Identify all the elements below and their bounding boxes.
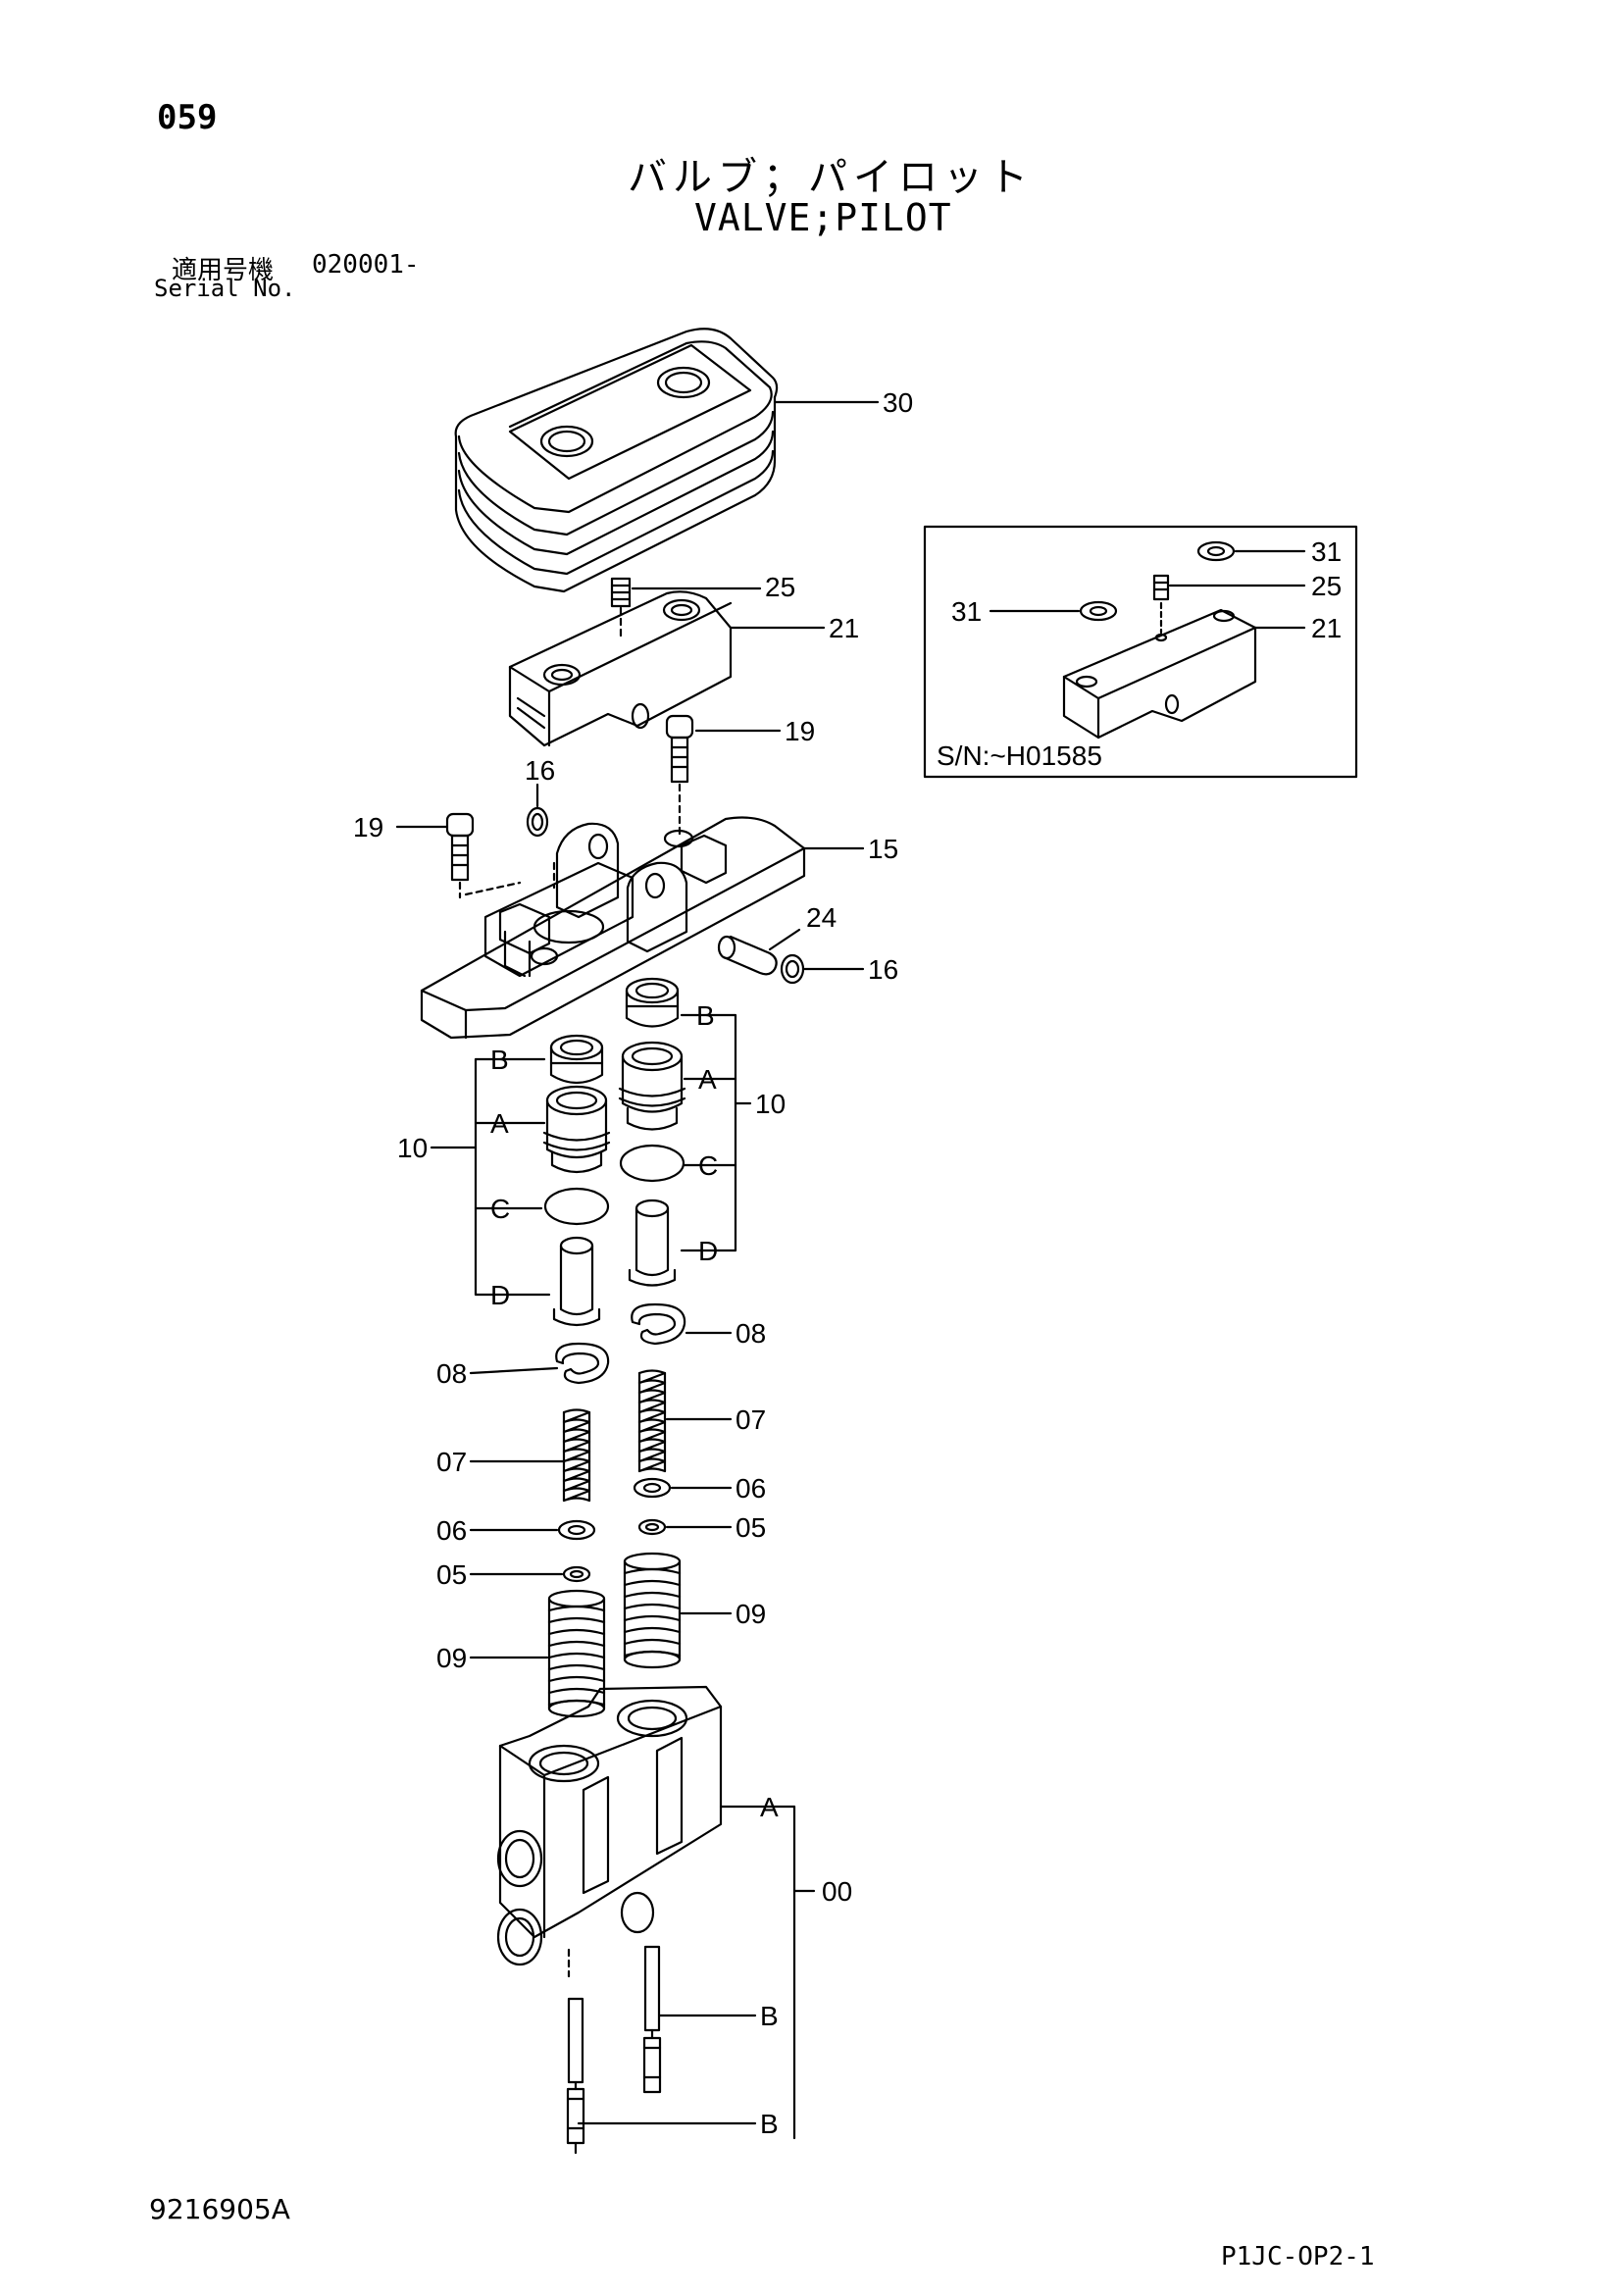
label-b-left: B	[490, 1045, 509, 1075]
drawing-number: 9216905A	[149, 2193, 290, 2225]
part-16-ring-right[interactable]	[780, 953, 805, 985]
inset-callout-31-top: 31	[1311, 536, 1342, 567]
part-00-spool-right[interactable]	[642, 1945, 662, 2094]
part-06-right[interactable]	[633, 1477, 672, 1499]
inset-part-31-washer-top[interactable]	[1196, 540, 1236, 562]
label-b-right: B	[696, 1000, 715, 1031]
part-09-left[interactable]	[547, 1589, 606, 1718]
callout-09-left: 09	[436, 1643, 467, 1673]
part-00-valve-body[interactable]	[496, 1685, 723, 1978]
callout-10-left: 10	[397, 1133, 428, 1163]
serial-label: Serial No.	[154, 275, 296, 302]
part-05-right[interactable]	[637, 1518, 667, 1536]
part-10-left-b[interactable]	[549, 1034, 604, 1085]
part-10-right-a[interactable]	[618, 1041, 686, 1131]
label-b-spool-lower: B	[760, 2109, 779, 2139]
callout-06-right: 06	[736, 1473, 766, 1504]
part-09-right[interactable]	[623, 1552, 682, 1669]
part-08-right[interactable]	[631, 1302, 686, 1346]
part-07-right[interactable]	[637, 1369, 667, 1473]
label-d-left: D	[490, 1280, 510, 1310]
part-21-bracket[interactable]	[508, 590, 733, 747]
part-16-ring-top[interactable]	[526, 806, 549, 838]
part-10-left-c[interactable]	[543, 1187, 610, 1226]
part-05-left[interactable]	[562, 1565, 591, 1583]
callout-24: 24	[806, 902, 837, 933]
label-d-right: D	[698, 1236, 718, 1266]
part-24-pin[interactable]	[717, 935, 778, 976]
inset-caption: S/N:~H01585	[937, 740, 1102, 771]
part-19-cap-screw-left[interactable]	[445, 812, 522, 899]
part-08-left[interactable]	[555, 1342, 610, 1385]
part-06-left[interactable]	[557, 1519, 596, 1541]
part-19-cap-screw-right[interactable]	[665, 714, 694, 836]
callout-05-left: 05	[436, 1559, 467, 1590]
part-10-right-d[interactable]	[628, 1199, 677, 1287]
label-c-right: C	[698, 1150, 718, 1181]
part-10-right-c[interactable]	[619, 1144, 685, 1183]
inset-part-31-washer-left[interactable]	[1079, 600, 1118, 622]
callout-16-right: 16	[868, 954, 898, 985]
label-c-left: C	[490, 1194, 510, 1224]
page-title: VALVE;PILOT	[694, 196, 952, 239]
serial-range: 020001-	[312, 250, 420, 280]
callout-09-right: 09	[736, 1599, 766, 1629]
part-15-plate[interactable]	[420, 816, 806, 1040]
label-a-body: A	[760, 1792, 779, 1822]
callout-19-right: 19	[785, 716, 815, 746]
callout-19-left: 19	[353, 812, 383, 842]
inset-callout-25: 25	[1311, 571, 1342, 601]
label-a-left: A	[490, 1108, 509, 1139]
part-00-spool-left[interactable]	[566, 1997, 585, 2155]
part-25-set-screw[interactable]	[610, 577, 632, 639]
part-10-left-d[interactable]	[552, 1236, 601, 1327]
label-a-right: A	[698, 1064, 717, 1095]
page-title-japanese: バルブ；パイロット	[628, 155, 1034, 200]
page-code: P1JC-OP2-1	[1221, 2242, 1375, 2271]
inset-part-25-set-screw[interactable]	[1152, 574, 1170, 601]
part-30-boot[interactable]	[454, 328, 779, 593]
part-10-left-a[interactable]	[542, 1085, 611, 1174]
part-10-right-b[interactable]	[625, 977, 680, 1028]
callout-25: 25	[765, 572, 795, 602]
callout-06-left: 06	[436, 1515, 467, 1546]
callout-00: 00	[822, 1876, 852, 1907]
callout-labels: 30 25 21 19 16 19 15 24 16 B A C D 10 B …	[353, 387, 1342, 2139]
label-b-spool-upper: B	[760, 2001, 779, 2031]
callout-30: 30	[883, 387, 913, 418]
inset-callout-31-left: 31	[951, 596, 982, 627]
part-07-left[interactable]	[562, 1408, 591, 1503]
inset-callout-21: 21	[1311, 613, 1342, 643]
inset-box	[923, 525, 1358, 779]
callout-07-left: 07	[436, 1447, 467, 1477]
serial-label-japanese: 適用号機	[172, 256, 275, 285]
page-number: 059	[157, 98, 218, 137]
callout-05-right: 05	[736, 1512, 766, 1543]
callout-16-top: 16	[525, 755, 555, 786]
callout-07-right: 07	[736, 1404, 766, 1435]
inset-part-21-bracket[interactable]	[1062, 601, 1257, 740]
callout-21: 21	[829, 613, 859, 643]
callout-08-left: 08	[436, 1358, 467, 1389]
callout-08-right: 08	[736, 1318, 766, 1349]
callout-15: 15	[868, 834, 898, 864]
callout-10-right: 10	[755, 1089, 786, 1119]
